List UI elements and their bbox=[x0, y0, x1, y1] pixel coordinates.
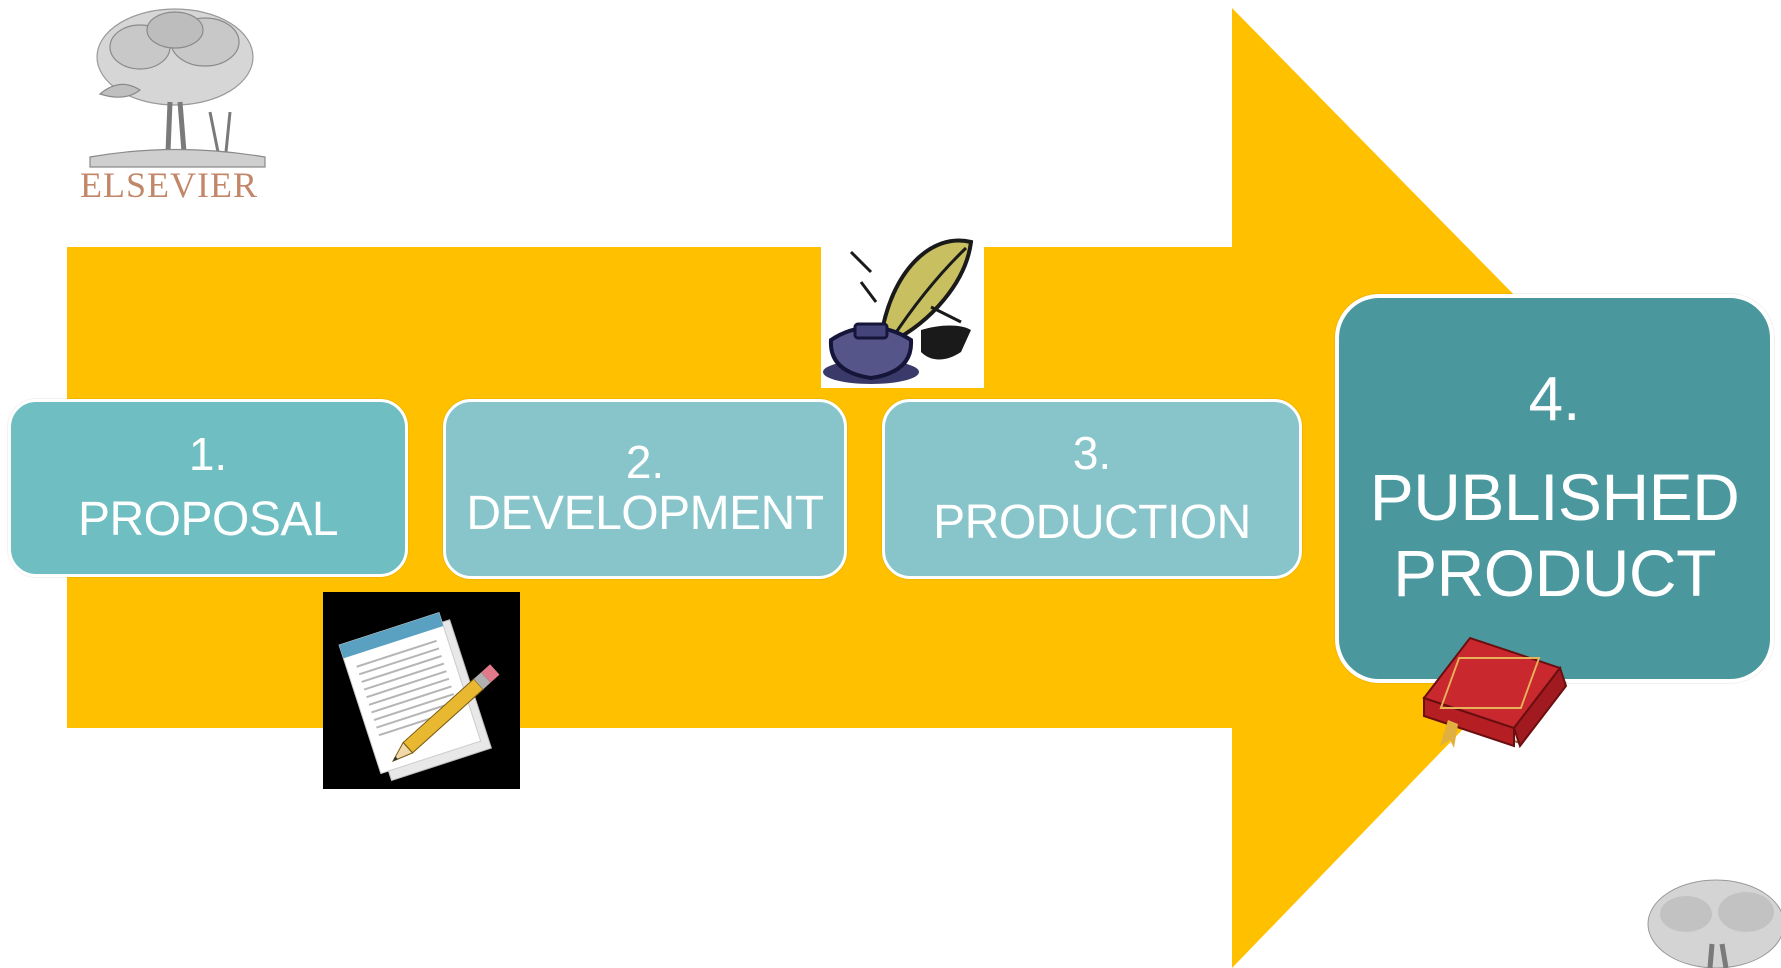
elsevier-logo-text: ELSEVIER bbox=[80, 165, 258, 205]
step-label: DEVELOPMENT bbox=[466, 486, 824, 540]
elsevier-tree-logo-icon bbox=[80, 2, 270, 172]
step-number: 4. bbox=[1528, 365, 1581, 435]
document-pencil-image bbox=[323, 592, 520, 789]
document-pencil-icon bbox=[338, 612, 500, 782]
step-proposal: 1. PROPOSAL bbox=[8, 399, 408, 577]
step-published-product: 4. PUBLISHED PRODUCT bbox=[1335, 294, 1774, 683]
step-development: 2. DEVELOPMENT bbox=[443, 399, 847, 579]
red-book-image bbox=[1410, 628, 1570, 750]
step-number: 2. bbox=[625, 436, 665, 489]
elsevier-tree-partial-logo bbox=[1646, 874, 1781, 968]
step-label: PROPOSAL bbox=[77, 492, 339, 546]
step-label-line2: PRODUCT bbox=[1393, 535, 1716, 610]
step-label-line1: PUBLISHED bbox=[1369, 460, 1740, 535]
step-number: 1. bbox=[188, 428, 228, 481]
quill-inkwell-icon bbox=[823, 238, 974, 384]
step-production: 3. PRODUCTION bbox=[882, 399, 1302, 579]
red-book-icon bbox=[1422, 636, 1568, 749]
elsevier-tree-logo-icon bbox=[1647, 879, 1781, 968]
step-number: 3. bbox=[1072, 427, 1112, 480]
quill-inkwell-image bbox=[821, 212, 984, 388]
elsevier-logo: ELSEVIER bbox=[80, 2, 270, 207]
step-label: PRODUCTION bbox=[933, 495, 1251, 549]
